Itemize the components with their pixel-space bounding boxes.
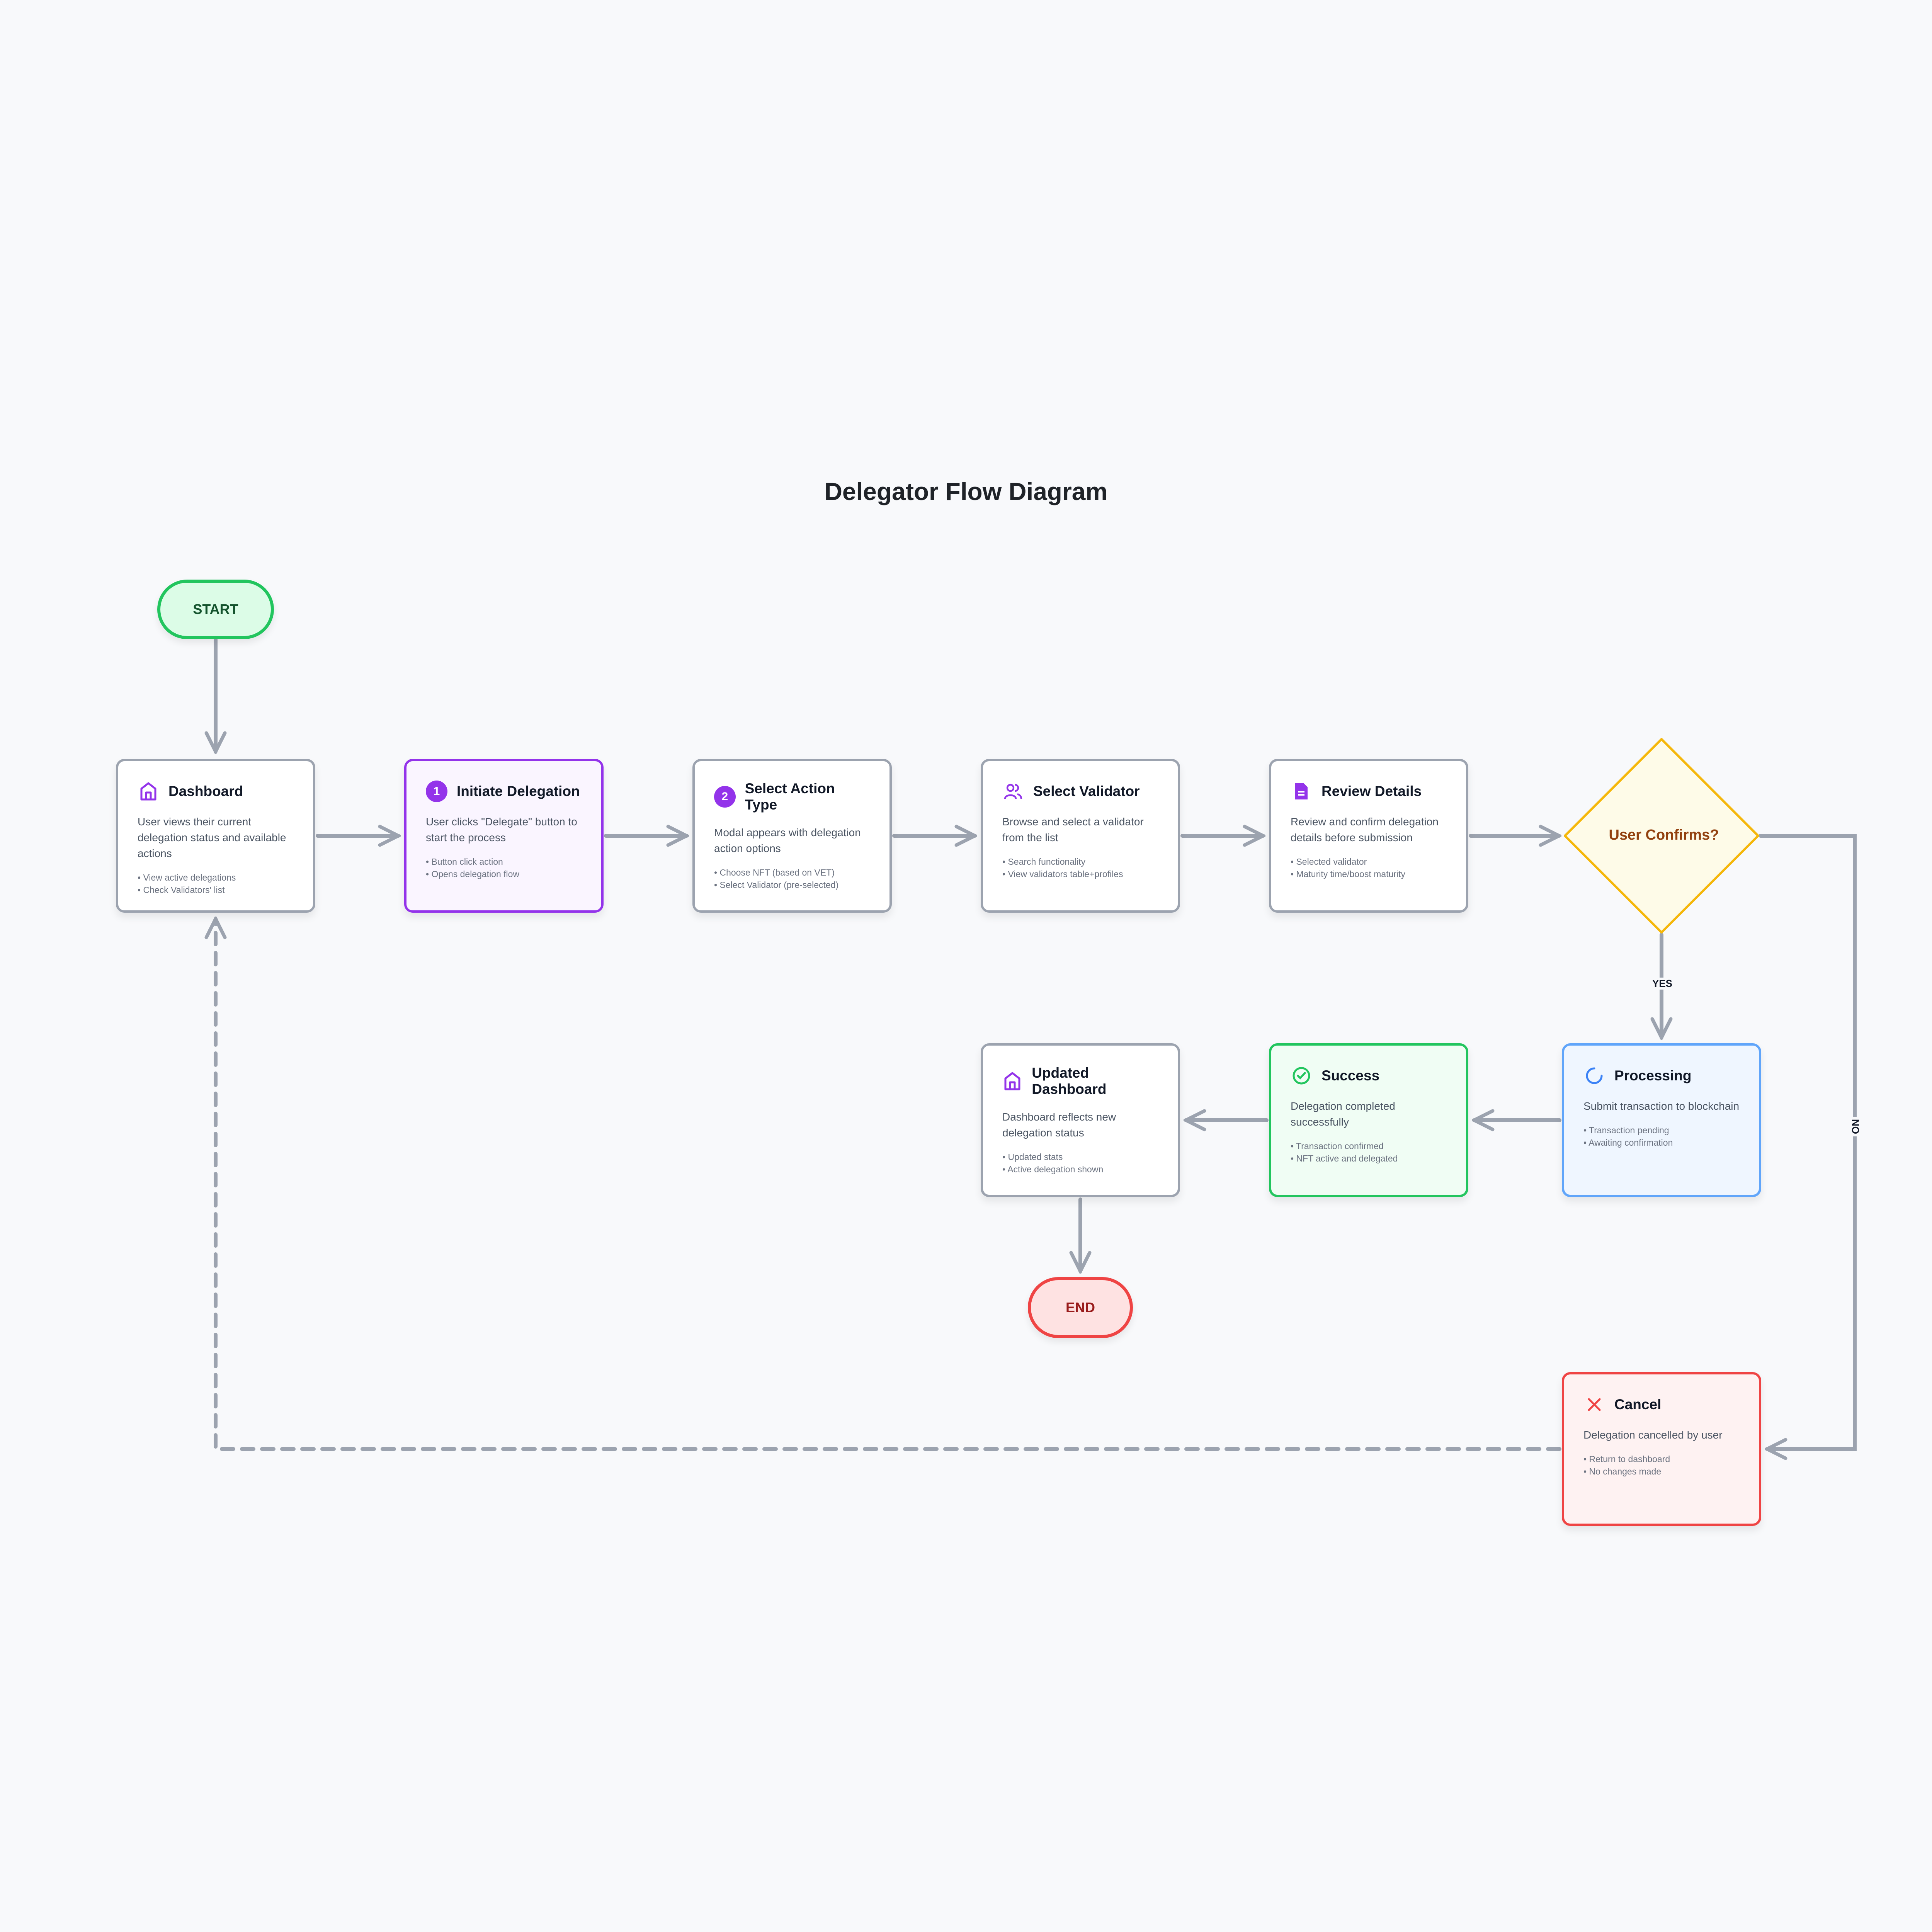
node-bullet: Button click action — [426, 855, 582, 868]
node-bullet: View validators table+profiles — [1002, 868, 1158, 880]
node-desc: Dashboard reflects new delegation status — [1002, 1111, 1116, 1139]
document-icon — [1291, 781, 1312, 802]
node-title: Success — [1321, 1068, 1380, 1083]
node-title: Updated Dashboard — [1032, 1065, 1107, 1097]
node-title: Select Validator — [1033, 783, 1140, 799]
node-bullet: No changes made — [1583, 1465, 1740, 1478]
node-bullet: Return to dashboard — [1583, 1453, 1740, 1465]
node-review-details: Review Details Review and confirm delega… — [1269, 759, 1468, 913]
node-desc: Delegation cancelled by user — [1583, 1429, 1723, 1441]
step-badge: 1 — [426, 781, 447, 802]
node-cancel: Cancel Delegation cancelled by user Retu… — [1562, 1372, 1761, 1526]
spinner-icon — [1583, 1065, 1605, 1087]
node-initiate-delegation: 1 Initiate Delegation User clicks "Delega… — [404, 759, 604, 913]
node-bullet: Transaction pending — [1583, 1124, 1740, 1136]
node-bullet: Transaction confirmed — [1291, 1140, 1447, 1152]
node-bullet: Updated stats — [1002, 1151, 1158, 1163]
node-select-action-type: 2 Select Action Type Modal appears with d… — [692, 759, 892, 913]
edge-cancel-dashboard — [216, 919, 1561, 1451]
node-updated-dashboard: Updated Dashboard Dashboard reflects new… — [981, 1043, 1180, 1197]
home-icon — [138, 781, 159, 802]
decision-label: User Confirms? — [1609, 827, 1719, 843]
node-title: Select Action Type — [745, 781, 835, 813]
no-label: NO — [1849, 1117, 1861, 1136]
x-icon — [1583, 1394, 1605, 1415]
node-desc: Delegation completed successfully — [1291, 1100, 1395, 1128]
node-title: Dashboard — [168, 783, 243, 799]
node-title: Processing — [1614, 1068, 1692, 1083]
yes-label: YES — [1650, 978, 1675, 990]
node-bullet: Check Validators' list — [138, 884, 294, 896]
step-badge: 2 — [714, 786, 736, 808]
node-bullet: Search functionality — [1002, 855, 1158, 868]
node-bullet: View active delegations — [138, 871, 294, 884]
home-icon — [1002, 1070, 1022, 1092]
node-bullet: Choose NFT (based on VET) — [714, 866, 870, 879]
node-select-validator: Select Validator Browse and select a val… — [981, 759, 1180, 913]
node-bullet: Selected validator — [1291, 855, 1447, 868]
node-processing: Processing Submit transaction to blockch… — [1562, 1043, 1761, 1197]
node-bullet: Opens delegation flow — [426, 868, 582, 880]
end-node: END — [1028, 1277, 1133, 1338]
node-desc: User clicks "Delegate" button to start t… — [426, 816, 577, 844]
node-title: Initiate Delegation — [457, 783, 580, 799]
node-desc: Modal appears with delegation action opt… — [714, 827, 861, 854]
diagram-title: Delegator Flow Diagram — [824, 478, 1108, 505]
node-bullet: NFT active and delegated — [1291, 1152, 1447, 1165]
node-desc: Browse and select a validator from the l… — [1002, 816, 1144, 844]
node-desc: Submit transaction to blockchain — [1583, 1100, 1740, 1112]
node-title: Cancel — [1614, 1396, 1662, 1412]
node-bullet: Maturity time/boost maturity — [1291, 868, 1447, 880]
node-success: Success Delegation completed successfull… — [1269, 1043, 1468, 1197]
edge-decision-cancel — [1759, 834, 1857, 1449]
node-bullet: Select Validator (pre-selected) — [714, 879, 870, 891]
start-node: START — [157, 580, 274, 639]
node-dashboard: Dashboard User views their current deleg… — [116, 759, 315, 913]
users-icon — [1002, 781, 1024, 802]
node-bullet: Active delegation shown — [1002, 1163, 1158, 1175]
node-desc: Review and confirm delegation details be… — [1291, 816, 1439, 844]
decision-diamond — [1564, 738, 1759, 934]
node-title: Review Details — [1321, 783, 1422, 799]
node-bullet: Awaiting confirmation — [1583, 1136, 1740, 1149]
node-desc: User views their current delegation stat… — [138, 816, 286, 859]
check-circle-icon — [1291, 1065, 1312, 1087]
